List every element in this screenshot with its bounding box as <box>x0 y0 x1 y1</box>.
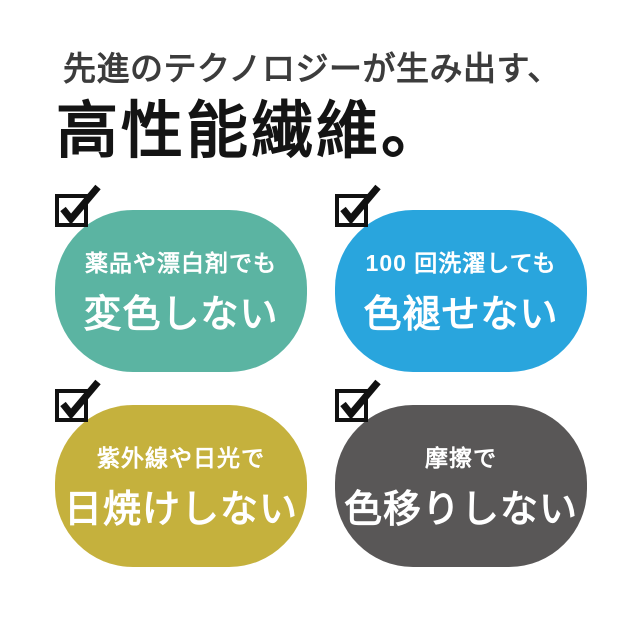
feature-grid: 薬品や漂白剤でも 変色しない 100 回洗濯しても 色褪せない <box>55 184 587 567</box>
feature-line1: 100 回洗濯しても <box>365 250 557 276</box>
feature-card-no-color-transfer: 摩擦で 色移りしない <box>335 379 587 567</box>
feature-blob: 摩擦で 色移りしない <box>335 405 587 567</box>
feature-card-no-discoloration: 薬品や漂白剤でも 変色しない <box>55 184 307 372</box>
feature-line1: 摩擦で <box>425 445 497 471</box>
feature-line2: 色移りしない <box>343 489 578 531</box>
page-title: 高性能繊維。 <box>56 97 447 166</box>
feature-card-no-fading: 100 回洗濯しても 色褪せない <box>335 184 587 372</box>
subtitle: 先進のテクノロジーが生み出す、 <box>63 50 561 87</box>
feature-blob: 紫外線や日光で 日焼けしない <box>55 405 307 567</box>
feature-line1: 薬品や漂白剤でも <box>85 250 277 276</box>
feature-card-no-sunburn: 紫外線や日光で 日焼けしない <box>55 379 307 567</box>
feature-blob: 薬品や漂白剤でも 変色しない <box>55 210 307 372</box>
feature-line1: 紫外線や日光で <box>97 445 265 471</box>
feature-line2: 変色しない <box>83 294 279 336</box>
feature-line2: 色褪せない <box>363 294 559 336</box>
feature-blob: 100 回洗濯しても 色褪せない <box>335 210 587 372</box>
feature-line2: 日焼けしない <box>63 489 298 531</box>
